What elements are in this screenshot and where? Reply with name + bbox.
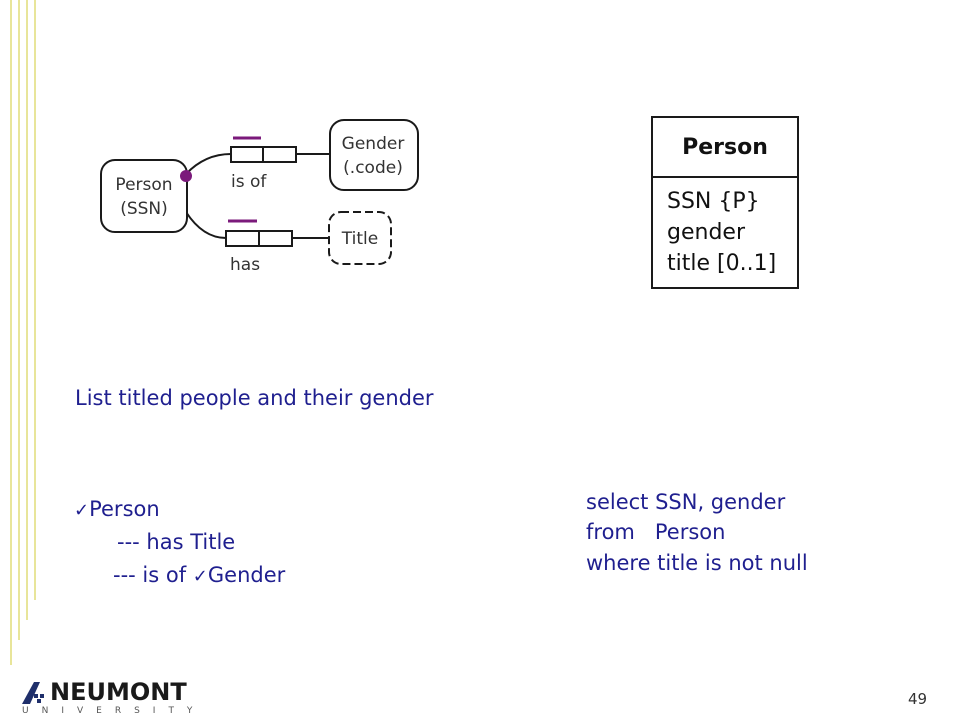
connector-person-isof <box>185 153 232 175</box>
entity-person <box>100 159 188 233</box>
uml-class-name: Person <box>653 118 797 178</box>
sql-select: select SSN, gender <box>586 490 786 514</box>
uml-attributes: SSN {P} gender title [0..1] <box>653 178 797 279</box>
query-title: List titled people and their gender <box>75 386 434 410</box>
check-icon: ✓ <box>192 566 208 587</box>
decor-line-1 <box>10 0 12 665</box>
entity-gender-ref: (.code) <box>343 158 403 178</box>
sql-where: where title is not null <box>586 551 808 575</box>
uml-attribute-ssn: SSN {P} <box>667 189 760 214</box>
uml-class-box: Person SSN {P} gender title [0..1] <box>651 116 799 289</box>
label-has: has <box>230 255 260 275</box>
label-is-of: is of <box>231 172 267 192</box>
step-person: ✓Person <box>74 497 160 521</box>
entity-person-ref: (SSN) <box>120 199 168 219</box>
step-gender-label: Gender <box>207 563 286 587</box>
neumont-logo: NEUMONT UNIVERSITY <box>20 678 192 718</box>
step-is-of-gender: --- is of ✓Gender <box>113 563 285 587</box>
uml-attribute-gender: gender <box>667 220 745 245</box>
connector-person-has <box>185 211 227 239</box>
step-person-label: Person <box>89 497 160 521</box>
mandatory-dot <box>180 170 192 182</box>
role-box-isof-2 <box>262 146 297 163</box>
sql-from: from Person <box>586 520 726 544</box>
entity-gender <box>329 119 419 191</box>
value-title-name: Title <box>341 229 378 249</box>
logo-mark-icon <box>22 682 44 704</box>
value-title <box>328 211 392 265</box>
decor-line-3 <box>26 0 28 620</box>
role-box-has-1 <box>225 230 260 247</box>
decor-line-2 <box>18 0 20 640</box>
logo-sub: UNIVERSITY <box>22 706 206 716</box>
decor-line-4 <box>34 0 36 600</box>
check-icon: ✓ <box>74 500 90 521</box>
role-box-isof-1 <box>230 146 264 163</box>
page-number: 49 <box>908 690 928 708</box>
step-is-of-prefix: --- is of <box>113 563 193 587</box>
logo-name: NEUMONT <box>50 678 187 706</box>
uml-attribute-title: title [0..1] <box>667 251 777 276</box>
entity-gender-name: Gender <box>342 134 405 154</box>
role-box-has-2 <box>258 230 293 247</box>
step-has-title: --- has Title <box>117 530 236 554</box>
entity-person-name: Person <box>115 175 172 195</box>
